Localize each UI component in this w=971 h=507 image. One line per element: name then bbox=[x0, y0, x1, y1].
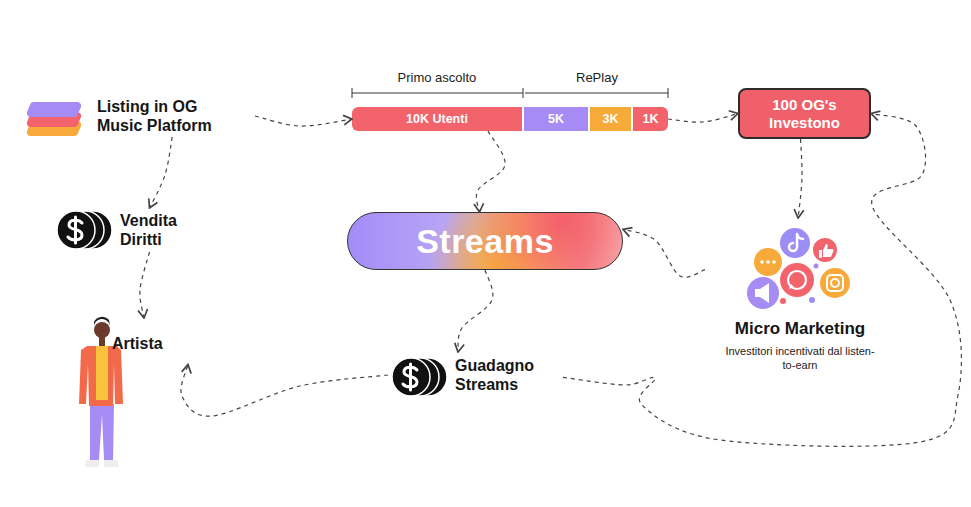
social-icons bbox=[747, 228, 850, 309]
node-text: 100 OG's Investono bbox=[755, 96, 855, 132]
icon-item: Vendita Diritti bbox=[52, 208, 202, 252]
dashed-connector bbox=[181, 365, 388, 417]
layers-icon bbox=[27, 102, 81, 136]
coin-icon bbox=[392, 358, 447, 396]
dashed-connector bbox=[140, 252, 150, 318]
node-text: 10K Utenti bbox=[406, 112, 468, 126]
bar-segment: 5K bbox=[524, 107, 588, 131]
dashed-connector bbox=[563, 114, 961, 447]
dashed-connector bbox=[476, 131, 505, 212]
bar-segment: 1K bbox=[633, 107, 668, 131]
node-text: Micro Marketing bbox=[705, 319, 895, 339]
dashed-connector bbox=[255, 116, 352, 126]
node-text: Streams bbox=[416, 222, 554, 261]
node-text: Guadagno Streams bbox=[455, 356, 555, 394]
node-subtext: Investitori incentivati dal listen-to-ea… bbox=[725, 344, 875, 372]
dashed-connector bbox=[458, 270, 493, 352]
node-text: Vendita Diritti bbox=[120, 211, 200, 249]
process-box: 100 OG's Investono bbox=[738, 88, 871, 139]
bracket-label: Primo ascolto bbox=[398, 70, 477, 85]
coin-icon bbox=[57, 211, 112, 249]
node-text: Artista bbox=[112, 334, 163, 353]
platform-item: Listing in OG Music Platform bbox=[25, 95, 255, 137]
dashed-connector bbox=[623, 229, 705, 277]
node-text: Listing in OG Music Platform bbox=[97, 97, 232, 135]
marketing-item: Micro MarketingInvestitori incentivati d… bbox=[705, 218, 895, 370]
bracket-label: RePlay bbox=[576, 70, 618, 85]
bracket bbox=[352, 88, 668, 98]
artist-item: Artista bbox=[78, 318, 188, 473]
dashed-connector bbox=[798, 139, 802, 218]
streams-pill: Streams bbox=[347, 212, 623, 270]
bar-segment: 3K bbox=[590, 107, 631, 131]
dashed-connector bbox=[668, 114, 738, 123]
dashed-connector bbox=[150, 137, 173, 208]
icon-item: Guadagno Streams bbox=[388, 352, 563, 398]
node-text: 5K bbox=[548, 112, 564, 126]
node-text: 3K bbox=[603, 112, 619, 126]
bar-segment: 10K Utenti bbox=[352, 107, 522, 131]
node-text: 1K bbox=[643, 112, 659, 126]
